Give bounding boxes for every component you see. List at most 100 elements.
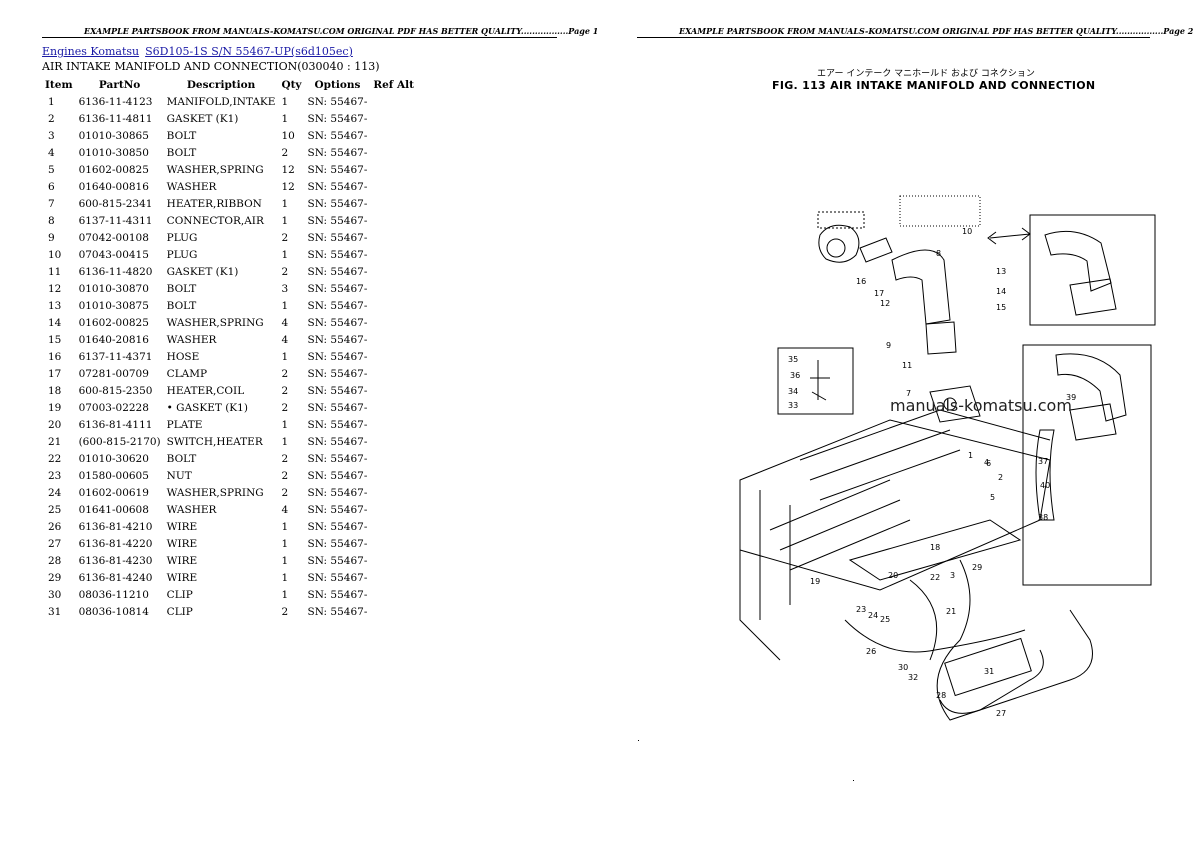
cell-partno: 01640-20816 (78, 333, 149, 346)
callout-number: 39 (1066, 393, 1076, 402)
cell-ref-alt (370, 195, 417, 212)
cell-partno: 6136-81-4210 (78, 520, 153, 533)
breadcrumb-link-model[interactable]: S6D105-1S S/N 55467-UP(s6d105ec) (145, 45, 353, 58)
cell-ref-alt (370, 110, 417, 127)
cell-qty: 2 (281, 384, 289, 397)
callout-number: 4 (984, 458, 989, 467)
cell-partno: 07042-00108 (78, 231, 149, 244)
cell-item: 28 (48, 554, 62, 567)
callout-number: 7 (906, 389, 911, 398)
cell-qty: 1 (281, 95, 289, 108)
callout-number: 18 (930, 543, 940, 552)
cell-ref-alt (370, 161, 417, 178)
cell-ref-alt (370, 484, 417, 501)
cell-description: • GASKET (K1) (166, 401, 248, 414)
callout-number: 11 (902, 361, 912, 370)
cell-options: SN: 55467- (307, 401, 368, 414)
callout-number: 36 (790, 371, 800, 380)
watermark: manuals-komatsu.com (890, 396, 1072, 415)
cell-ref-alt (370, 127, 417, 144)
cell-item: 30 (48, 588, 62, 601)
cell-description: WIRE (166, 554, 198, 567)
breadcrumb-link-engines[interactable]: Engines Komatsu (42, 45, 140, 58)
cell-description: BOLT (166, 299, 197, 312)
cell-ref-alt (370, 450, 417, 467)
cell-partno: 6136-81-4240 (78, 571, 153, 584)
cell-options: SN: 55467- (307, 588, 368, 601)
cell-ref-alt (370, 263, 417, 280)
callout-number: 30 (898, 663, 908, 672)
cell-qty: 4 (281, 503, 289, 516)
cell-ref-alt (370, 433, 417, 450)
cell-qty: 2 (281, 367, 289, 380)
cell-ref-alt (370, 314, 417, 331)
cell-description: WIRE (166, 537, 198, 550)
cell-qty: 1 (281, 571, 289, 584)
cell-partno: 07281-00709 (78, 367, 149, 380)
cell-ref-alt (370, 399, 417, 416)
cell-options: SN: 55467- (307, 554, 368, 567)
cell-partno: 01602-00825 (78, 316, 149, 329)
cell-partno: 01010-30875 (78, 299, 149, 312)
callout-number: 38 (1038, 513, 1048, 522)
cell-partno: 6136-11-4123 (78, 95, 153, 108)
figure-title: FIG. 113 AIR INTAKE MANIFOLD AND CONNECT… (772, 79, 1096, 92)
cell-options: SN: 55467- (307, 282, 368, 295)
cell-partno: 01010-30865 (78, 129, 149, 142)
cell-options: SN: 55467- (307, 435, 368, 448)
cell-partno: 01580-00605 (78, 469, 149, 482)
cell-description: WASHER (166, 180, 217, 193)
callout-number: 1 (968, 451, 973, 460)
cell-item: 24 (48, 486, 62, 499)
cell-partno: 6136-11-4811 (78, 112, 153, 125)
cell-item: 12 (48, 282, 62, 295)
cell-options: SN: 55467- (307, 214, 368, 227)
cell-partno: 01010-30850 (78, 146, 149, 159)
cell-qty: 2 (281, 452, 289, 465)
cell-options: SN: 55467- (307, 299, 368, 312)
cell-qty: 1 (281, 197, 289, 210)
cell-item: 7 (48, 197, 55, 210)
callout-number: 32 (908, 673, 918, 682)
cell-ref-alt (370, 229, 417, 246)
cell-description: GASKET (K1) (166, 112, 239, 125)
cell-partno: 6136-81-4230 (78, 554, 153, 567)
stray-dot (638, 740, 639, 741)
cell-partno: 01010-30620 (78, 452, 149, 465)
cell-qty: 1 (281, 588, 289, 601)
cell-partno: 6136-11-4820 (78, 265, 153, 278)
cell-item: 20 (48, 418, 62, 431)
cell-item: 22 (48, 452, 62, 465)
cell-description: CLIP (166, 605, 193, 618)
cell-item: 3 (48, 129, 55, 142)
cell-options: SN: 55467- (307, 452, 368, 465)
cell-options: SN: 55467- (307, 95, 368, 108)
callout-number: 24 (868, 611, 878, 620)
cell-ref-alt (370, 297, 417, 314)
cell-item: 29 (48, 571, 62, 584)
cell-qty: 1 (281, 248, 289, 261)
cell-partno: 08036-11210 (78, 588, 149, 601)
column-header-options: Options (314, 78, 361, 91)
cell-options: SN: 55467- (307, 520, 368, 533)
cell-description: WIRE (166, 520, 198, 533)
cell-options: SN: 55467- (307, 333, 368, 346)
cell-options: SN: 55467- (307, 316, 368, 329)
cell-qty: 1 (281, 435, 289, 448)
cell-item: 23 (48, 469, 62, 482)
cell-options: SN: 55467- (307, 231, 368, 244)
cell-ref-alt (370, 93, 417, 110)
cell-qty: 2 (281, 401, 289, 414)
cell-qty: 10 (281, 129, 295, 142)
cell-ref-alt (370, 144, 417, 161)
cell-ref-alt (370, 365, 417, 382)
